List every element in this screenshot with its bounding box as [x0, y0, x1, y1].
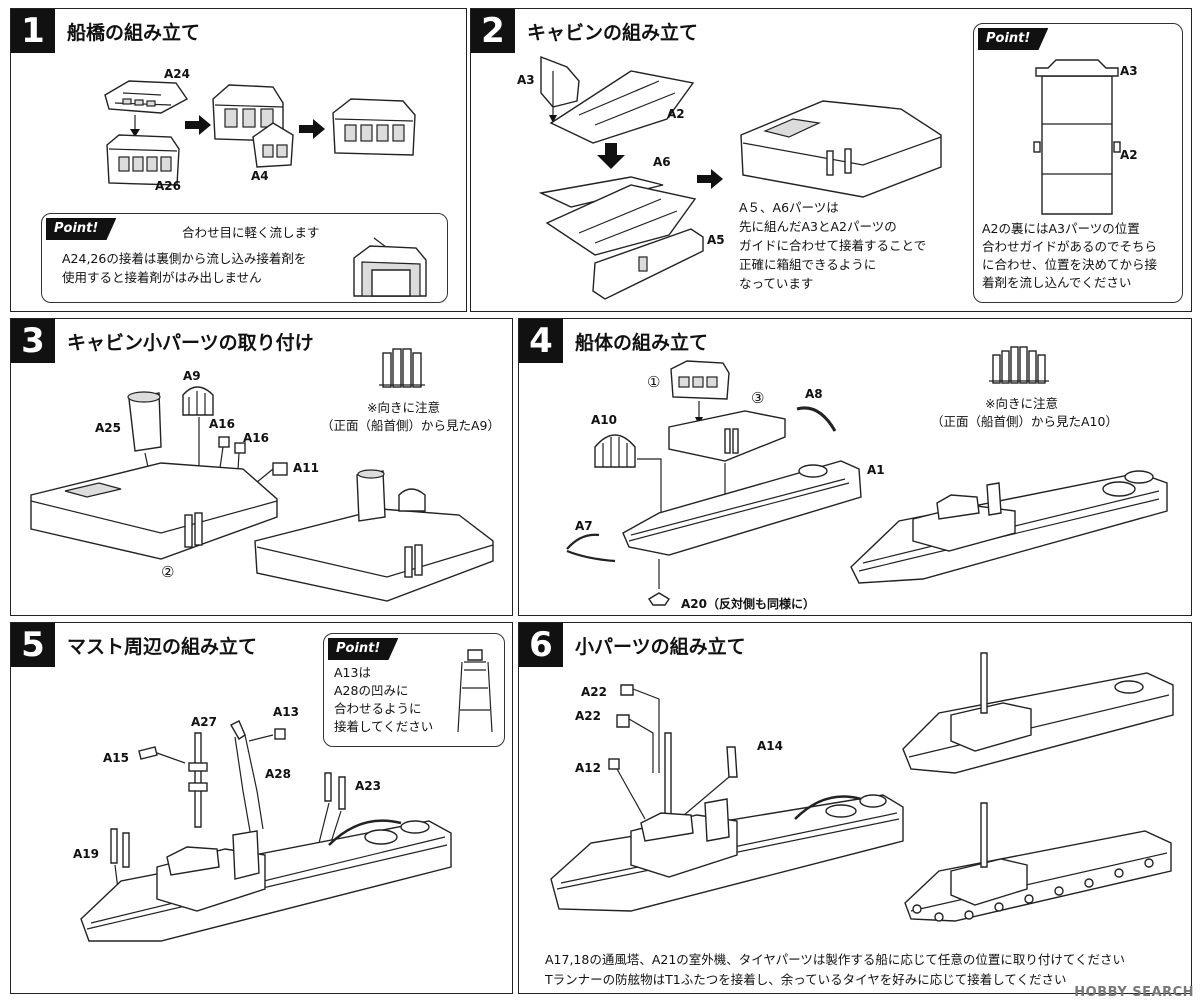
part-label: A1 — [867, 463, 885, 477]
step-title: 船体の組み立て — [575, 332, 709, 354]
step-number: 6 — [519, 623, 563, 667]
fender-tires — [912, 858, 1154, 922]
step-title: キャビン小パーツの取り付け — [67, 332, 314, 354]
step-title: マスト周辺の組み立て — [67, 636, 258, 658]
step-title: 小パーツの組み立て — [575, 636, 746, 658]
watermark-logo: HOBBY SEARCH — [1074, 985, 1194, 1000]
part-label: A16 — [243, 431, 269, 445]
part-label: A27 — [191, 715, 217, 729]
part-label: A28 — [265, 767, 291, 781]
step6-note-line: Tランナーの防舷物はT1ふたつを接着し、余っているタイヤを好みに応じて接着してく… — [545, 972, 1067, 987]
part-label: A4 — [251, 169, 269, 183]
part-label: A23 — [355, 779, 381, 793]
cabin-small-parts-illustration — [30, 348, 494, 602]
point-text-line: A28の凹みに — [334, 683, 409, 698]
part-label: A14 — [757, 739, 783, 753]
step-number: 1 — [11, 9, 55, 53]
orientation-note: （正面（船首側）から見たA10） — [931, 414, 1118, 429]
part-label: A22 — [575, 709, 601, 723]
bridge-assembly-illustration — [104, 80, 416, 186]
part-a26-drawing — [106, 134, 180, 186]
point-text-line: A13は — [334, 665, 371, 680]
part-label: A10 — [591, 413, 617, 427]
circled-number: ① — [647, 373, 661, 391]
point-badge: Point! — [328, 638, 399, 660]
part-label: A15 — [103, 751, 129, 765]
point-text-line: 合わせるように — [334, 701, 422, 716]
point-box: Point! A13は A28の凹みに 合わせるように 接着してください — [323, 633, 505, 747]
part-label: A5 — [707, 233, 725, 247]
part-a24-drawing — [104, 80, 189, 114]
step2-text-line: なっています — [739, 276, 814, 291]
point-text-line: 接着してください — [334, 719, 434, 734]
point-badge: Point! — [978, 28, 1049, 50]
assembled-bridge-drawing — [212, 84, 284, 142]
step2-text-line: 先に組んだA3とA2パーツの — [739, 219, 897, 234]
mast-assembly-illustration — [80, 720, 452, 942]
point-text: A24,26の接着は裏側から流し込み接着剤を — [62, 251, 307, 266]
part-label: A26 — [155, 179, 181, 193]
step2-text-line: 正確に箱組できるように — [739, 257, 877, 272]
step-title: 船橋の組み立て — [67, 22, 201, 44]
part-label: A2 — [1120, 148, 1138, 162]
point-callout: 合わせ目に軽く流します — [182, 225, 320, 240]
a2-a3-guide-illustration — [1033, 59, 1121, 215]
point-box: Point! 合わせ目に軽く流します A24,26の接着は裏側から流し込み接着剤… — [41, 213, 448, 303]
step-number: 3 — [11, 319, 55, 363]
part-label-a20: A20（反対側も同様に） — [681, 597, 815, 611]
step6-note-line: A17,18の通風塔、A21の室外機、タイヤパーツは製作する船に応じて任意の位置… — [545, 952, 1126, 967]
orientation-note: ※向きに注意 — [367, 400, 440, 415]
step2-text-line: A５、A6パーツは — [739, 200, 839, 215]
part-label: A3 — [517, 73, 535, 87]
step-3-panel: 3 キャビン小パーツの取り付け — [10, 318, 513, 616]
glue-seam-illustration — [353, 237, 427, 297]
part-label: A2 — [667, 107, 685, 121]
a10-front-view-icon — [989, 346, 1049, 384]
step-6-panel: 6 小パーツの組み立て — [518, 622, 1192, 994]
small-parts-illustration — [550, 652, 1174, 922]
part-a4-drawing — [252, 122, 294, 168]
step-5-panel: 5 マスト周辺の組み立て Point! A13は A28の凹みに 合わせるように… — [10, 622, 513, 994]
circled-number: ② — [161, 563, 175, 581]
point-text-line: 着剤を流し込んでください — [982, 275, 1132, 290]
point-badge: Point! — [46, 218, 117, 240]
step2-text-line: ガイドに合わせて接着することで — [739, 238, 927, 253]
step-title: キャビンの組み立て — [527, 22, 699, 44]
a9-front-view-icon — [379, 348, 425, 388]
point-text-line: 合わせガイドがあるのでそちら — [982, 239, 1158, 254]
finished-bridge-drawing — [332, 98, 416, 156]
step-1-panel: 1 船橋の組み立て — [10, 8, 467, 312]
part-label: A8 — [805, 387, 823, 401]
point-box: Point! A3 A2 A2の裏にはA3パーツの位置 合わせガイドがあるのでそ… — [973, 23, 1183, 303]
cabin-assembly-illustration — [538, 55, 942, 300]
mast-notch-illustration — [457, 649, 493, 733]
step-number: 5 — [11, 623, 55, 667]
part-label: A24 — [164, 67, 190, 81]
part-label: A11 — [293, 461, 319, 475]
step-2-panel: 2 キャビンの組み立て A3 A2 A — [470, 8, 1192, 312]
point-text-line: A2の裏にはA3パーツの位置 — [982, 221, 1140, 236]
circled-number: ③ — [751, 389, 765, 407]
part-label: A22 — [581, 685, 607, 699]
point-text: 使用すると接着剤がはみ出しません — [62, 270, 262, 285]
part-label: A25 — [95, 421, 121, 435]
part-label: A16 — [209, 417, 235, 431]
part-label: A7 — [575, 519, 593, 533]
part-label: A12 — [575, 761, 601, 775]
orientation-note: ※向きに注意 — [985, 396, 1058, 411]
part-label: A9 — [183, 369, 201, 383]
part-label: A6 — [653, 155, 671, 169]
orientation-note: （正面（船首側）から見たA9） — [321, 418, 501, 433]
step-number: 2 — [471, 9, 515, 53]
part-label: A13 — [273, 705, 299, 719]
step-4-panel: 4 船体の組み立て — [518, 318, 1192, 616]
step-number: 4 — [519, 319, 563, 363]
part-label: A3 — [1120, 64, 1138, 78]
hull-assembly-illustration — [566, 346, 1168, 606]
point-text-line: に合わせ、位置を決めてから接 — [982, 257, 1158, 272]
part-label: A19 — [73, 847, 99, 861]
